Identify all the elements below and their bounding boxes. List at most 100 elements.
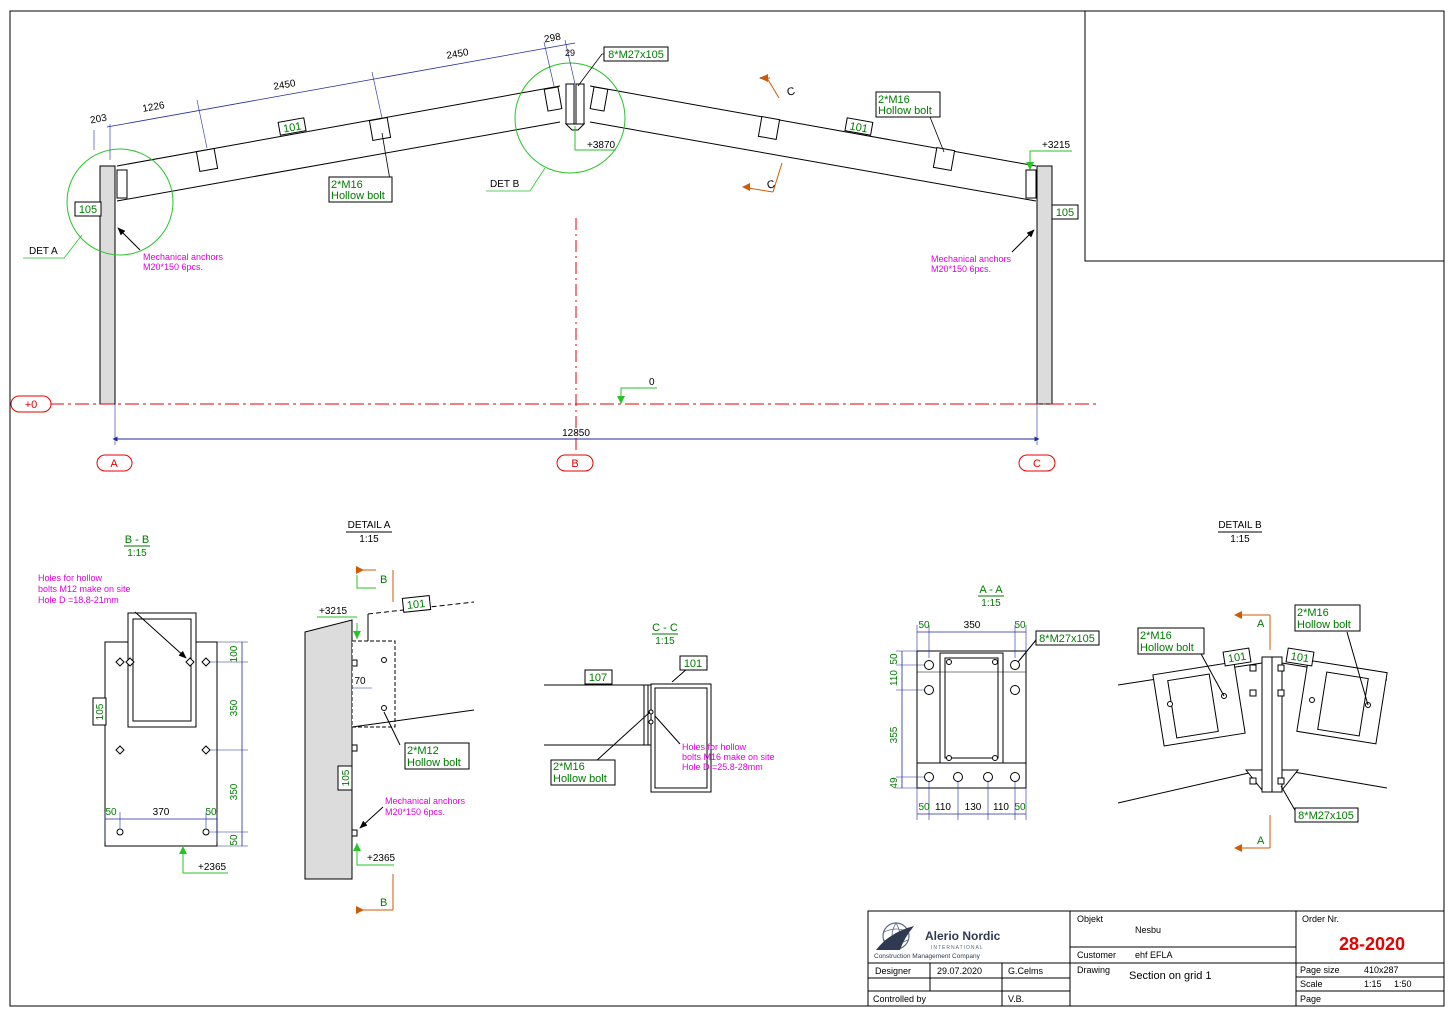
aa-dim-left-3: 355 <box>889 726 900 743</box>
section-bb-scale: 1:15 <box>127 548 147 559</box>
section-cc-title: C - C <box>652 622 678 634</box>
tb-order-value: 28-2020 <box>1339 934 1405 954</box>
bb-dim-right-3: 350 <box>229 783 240 800</box>
section-aa-scale: 1:15 <box>981 598 1001 609</box>
bb-note-line1: Holes for hollow <box>38 573 103 583</box>
tb-designer-label: Designer <box>875 966 911 976</box>
grid-bubble-c <box>1018 454 1056 472</box>
section-c-mark-bottom: C <box>766 178 777 192</box>
cc-bolt-line2: Hollow bolt <box>553 773 607 785</box>
zero-level-marker <box>620 387 657 404</box>
column-section-bb <box>127 612 197 728</box>
rafter-left <box>116 85 561 202</box>
hollow-bolt-callout-1-line1: 2*M16 <box>331 179 363 191</box>
tb-controlled-label: Controlled by <box>873 994 927 1004</box>
aa-dim-bottom-2: 110 <box>935 802 951 813</box>
detail-b-section-bottom: A <box>1257 835 1265 847</box>
grid-bubble-b <box>556 454 594 472</box>
detail-b: DETAIL B 1:15 A <box>1117 520 1388 852</box>
aa-dim-bottom-1: 50 <box>918 802 930 813</box>
hollow-bolt-callout-2-line2: Hollow bolt <box>878 105 932 117</box>
section-cc-scale: 1:15 <box>655 636 675 647</box>
detail-a-level-top: +3215 <box>319 606 348 617</box>
detail-b-scale: 1:15 <box>1230 534 1250 545</box>
dim-top-3: 2450 <box>273 78 297 93</box>
dim-top-1: 203 <box>89 113 108 127</box>
detail-a: DETAIL A 1:15 101 B +3215 70 2*M12 Hollo… <box>304 520 475 914</box>
bb-dim-right-4: 50 <box>229 834 240 846</box>
tb-drawing-label: Drawing <box>1077 965 1110 975</box>
section-aa: A - A 1:15 50 350 50 <box>889 584 1100 820</box>
detail-b-part-right: 101 <box>1290 651 1310 666</box>
level-ridge: +3870 <box>587 140 616 151</box>
aa-dim-bottom-3: 130 <box>965 802 982 813</box>
cc-bolt-line1: 2*M16 <box>553 761 585 773</box>
tb-customer-label: Customer <box>1077 950 1116 960</box>
level-ref: +0 <box>25 399 38 411</box>
aa-dim-top-1: 50 <box>918 620 930 631</box>
ridge-plate-left <box>565 83 575 125</box>
level-ref-frame <box>10 395 52 413</box>
part-101-left: 101 <box>282 120 302 135</box>
dim-top-2: 1226 <box>142 100 166 115</box>
cc-note-line1: Holes for hollow <box>682 742 747 752</box>
dim-top-6: 29 <box>565 48 575 58</box>
anchors-left-line1: Mechanical anchors <box>143 252 224 262</box>
detail-a-rafter: 101 <box>406 598 426 612</box>
part-101-right-frame <box>844 117 874 136</box>
company-sub: INTERNATIONAL <box>931 945 984 951</box>
detail-a-bolt-line1: 2*M12 <box>407 745 439 757</box>
grid-bubble-a <box>96 454 133 472</box>
aa-dim-top-3: 50 <box>1014 620 1026 631</box>
detail-b-bolt-right-line1: 2*M16 <box>1297 607 1329 619</box>
detail-a-scale: 1:15 <box>359 534 379 545</box>
det-a-label: DET A <box>29 246 58 257</box>
aa-dim-left-2: 110 <box>889 670 900 686</box>
level-zero: 0 <box>649 377 655 388</box>
det-b-label: DET B <box>490 179 520 190</box>
title-block <box>867 910 1445 1007</box>
tb-page-size-label: Page size <box>1300 965 1340 975</box>
tb-designer-name: G.Celms <box>1008 966 1044 976</box>
section-c-mark-top: C <box>786 85 797 99</box>
cc-note-line2: bolts M16 make on site <box>682 752 775 762</box>
tb-controlled-name: V.B. <box>1008 994 1024 1004</box>
section-aa-title: A - A <box>979 584 1003 596</box>
sheet-border <box>9 10 1445 1007</box>
rafter-dimension-chain: 203 1226 2450 2450 298 29 <box>89 32 576 160</box>
detail-a-column-part: 105 <box>341 769 352 786</box>
bb-part: 105 <box>95 703 106 720</box>
ridge-bolt-callout: 8*M27x105 <box>608 49 664 61</box>
detail-b-part-left: 101 <box>1227 651 1247 666</box>
span-dim: 12850 <box>562 428 590 439</box>
dim-top-4: 2450 <box>446 47 470 62</box>
bb-level: +2365 <box>198 862 227 873</box>
detail-a-section-top: B <box>380 574 387 586</box>
aa-bolt-callout: 8*M27x105 <box>1039 633 1095 645</box>
part-105-right: 105 <box>1056 207 1074 219</box>
part-105-left: 105 <box>79 204 97 216</box>
detail-a-dim: 70 <box>354 676 366 687</box>
section-bb: B - B 1:15 Holes for hollow bolts M12 ma… <box>38 534 248 874</box>
ridge-plate-right <box>575 83 585 125</box>
bb-dim-bottom-1: 50 <box>105 807 117 818</box>
grid-label-c: C <box>1033 458 1041 470</box>
detail-a-title: DETAIL A <box>348 520 391 531</box>
anchors-right-line2: M20*150 6pcs. <box>931 264 991 274</box>
tb-order-label: Order Nr. <box>1302 914 1339 924</box>
tb-drawing-value: Section on grid 1 <box>1129 970 1212 982</box>
bb-note-line3: Hole D =18.8-21mm <box>38 595 119 605</box>
bb-dim-bottom-3: 50 <box>205 807 217 818</box>
section-bb-title: B - B <box>125 534 149 546</box>
bb-note-line2: bolts M12 make on site <box>38 584 131 594</box>
tb-scale-label: Scale <box>1300 979 1323 989</box>
anchors-left-line2: M20*150 6pcs. <box>143 262 203 272</box>
company-name: Alerio Nordic <box>925 929 1001 943</box>
splice-plates <box>116 86 1037 199</box>
detail-b-bolt-left-line2: Hollow bolt <box>1140 642 1194 654</box>
detail-a-section-bottom: B <box>380 897 387 909</box>
revision-box <box>1084 10 1445 262</box>
anchors-right-line1: Mechanical anchors <box>931 254 1012 264</box>
grid-label-b: B <box>571 458 578 470</box>
